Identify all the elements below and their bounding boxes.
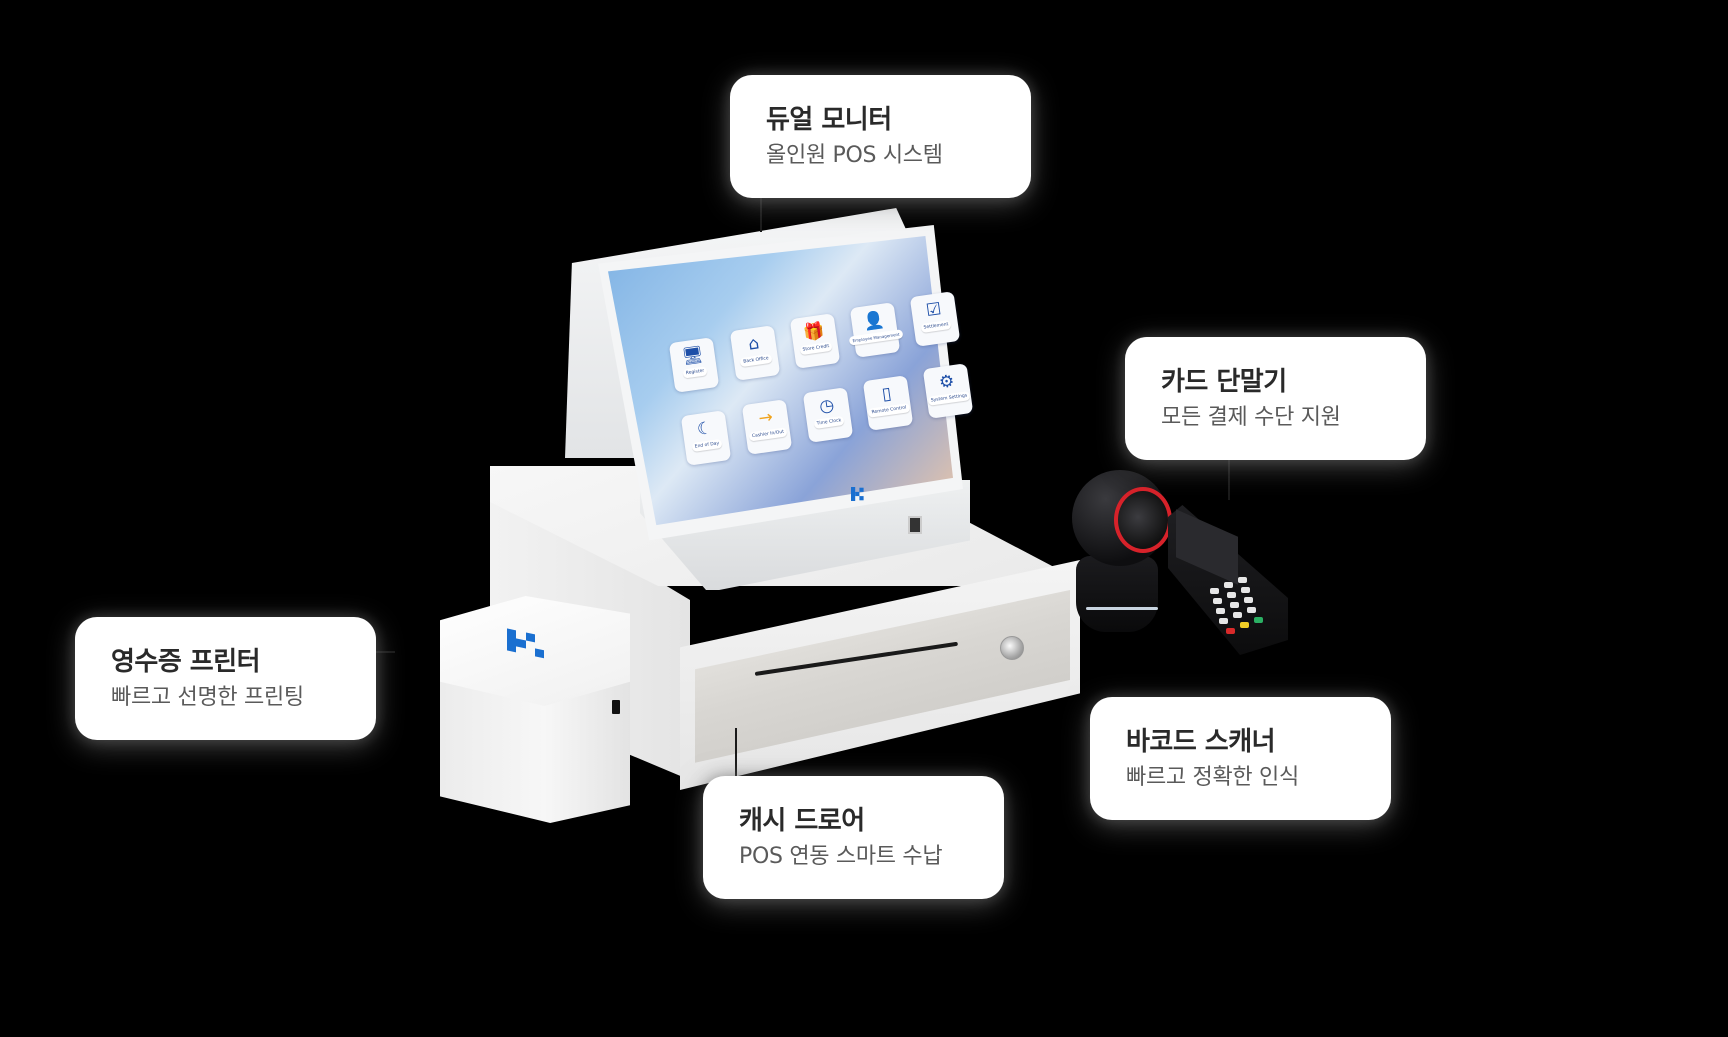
callout-subtitle: 빠르고 선명한 프린팅 [111, 685, 304, 710]
enter-key [1254, 617, 1263, 623]
keypad-key: 0 [1233, 612, 1242, 618]
callout-title: 영수증 프린터 [111, 647, 261, 677]
lock-icon [1000, 636, 1024, 660]
app-tile-cashier-in-out: → Cashier In/Out [741, 399, 793, 455]
keypad-key: 4 [1213, 598, 1222, 604]
callout-cash-drawer: 캐시 드로어 POS 연동 스마트 수납 [703, 776, 1004, 899]
keypad-key: 8 [1230, 602, 1239, 608]
callout-subtitle: POS 연동 스마트 수납 [739, 844, 943, 869]
callout-title: 듀얼 모니터 [766, 105, 892, 135]
keypad-key: * [1219, 618, 1228, 624]
usb-port-icon [908, 516, 922, 534]
callout-dual-monitor: 듀얼 모니터 올인원 POS 시스템 [730, 75, 1031, 198]
keypad-key: 2 [1224, 582, 1233, 588]
printer-feed-button [612, 700, 620, 714]
callout-title: 바코드 스캐너 [1126, 727, 1276, 757]
callout-subtitle: 올인원 POS 시스템 [766, 143, 943, 168]
app-tile-settlement: ☑ Settlement [909, 291, 961, 347]
keypad-key: 9 [1244, 597, 1253, 603]
app-tile-employee-management: 👤 Employee Management [848, 302, 904, 358]
app-tile-back-office: ⌂ Back Office [729, 325, 781, 381]
house-icon: ⌂ [747, 333, 761, 355]
keypad-key: # [1247, 607, 1256, 613]
gift-icon: 🎁 [801, 320, 826, 344]
app-tile-store-credit: 🎁 Store Credit [789, 313, 841, 369]
connector-dual-monitor [760, 196, 762, 232]
scanner-light-ring [1086, 607, 1158, 610]
sign-in-icon: → [757, 407, 775, 429]
gear-icon: ⚙ [937, 371, 956, 394]
app-tile-time-clock: ◷ Time Clock [802, 387, 854, 443]
app-tile-end-of-day: ☾ End of Day [680, 410, 732, 466]
app-tile-register: 🖥 Register [668, 337, 720, 393]
callout-receipt-printer: 영수증 프린터 빠르고 선명한 프린팅 [75, 617, 376, 740]
app-tile-system-settings: ⚙ System Settings [922, 363, 974, 419]
clock-icon: ◷ [818, 395, 836, 418]
moon-icon: ☾ [695, 418, 714, 441]
callout-title: 카드 단말기 [1161, 367, 1287, 397]
callout-card-terminal: 카드 단말기 모든 결제 수단 지원 [1125, 337, 1426, 460]
app-tile-remote-control: ▯ Remote Control [862, 375, 914, 431]
clear-key [1240, 622, 1249, 628]
connector-cash-drawer [735, 728, 737, 778]
brand-logo-icon [851, 487, 864, 501]
monitor-icon: 🖥 [680, 344, 705, 368]
callout-subtitle: 모든 결제 수단 지원 [1161, 405, 1341, 430]
callout-barcode-scanner: 바코드 스캐너 빠르고 정확한 인식 [1090, 697, 1391, 820]
brand-logo-icon [507, 628, 544, 659]
phone-icon: ▯ [880, 383, 893, 405]
keypad-key: 1 [1210, 588, 1219, 594]
keypad-key: 7 [1216, 608, 1225, 614]
scanner-lens [1114, 487, 1172, 553]
cancel-key [1226, 628, 1235, 634]
checklist-icon: ☑ [924, 299, 943, 322]
scanner-base [1076, 556, 1158, 632]
person-icon: 👤 [861, 309, 886, 333]
callout-subtitle: 빠르고 정확한 인식 [1126, 765, 1299, 790]
callout-title: 캐시 드로어 [739, 806, 865, 836]
keypad-key: 6 [1241, 587, 1250, 593]
keypad-key: 5 [1227, 592, 1236, 598]
connector-receipt-printer [375, 651, 395, 653]
keypad-key: 3 [1238, 577, 1247, 583]
connector-card-terminal [1228, 458, 1230, 500]
